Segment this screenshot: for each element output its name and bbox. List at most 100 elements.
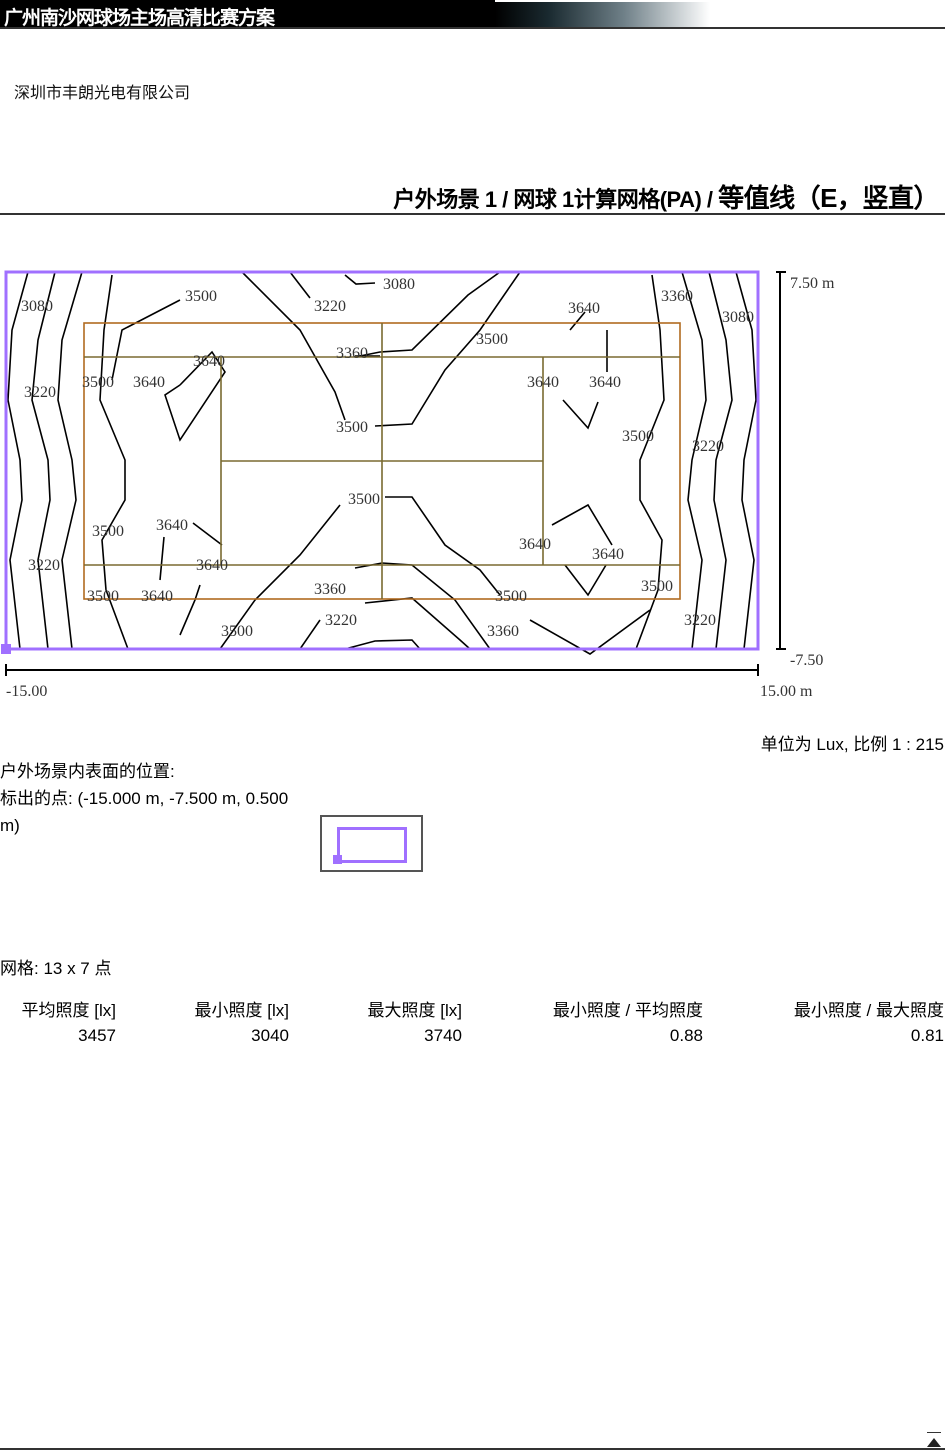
contour-label: 3640: [519, 536, 551, 553]
section-title-type: 等值线（E，竖直）: [718, 183, 939, 213]
contour-line: [192, 522, 223, 546]
contour-label: 3640: [592, 546, 624, 563]
contour-line: [735, 271, 757, 650]
contour-line: [7, 271, 29, 650]
document-title: 广州南沙网球场主场高清比赛方案: [4, 8, 275, 29]
stat-min-max: 最小照度 / 最大照度 0.81: [794, 998, 944, 1048]
contour-line: [564, 564, 607, 597]
stat-max: 最大照度 [lx] 3740: [368, 998, 462, 1048]
contour-line: [364, 597, 471, 650]
position-heading: 户外场景内表面的位置:: [0, 762, 175, 781]
contour-label: 3640: [568, 300, 600, 317]
stat-value: 3740: [424, 1026, 462, 1045]
page-header: 广州南沙网球场主场高清比赛方案: [0, 0, 945, 29]
header-bar: [0, 0, 495, 27]
contour-line: [562, 399, 599, 430]
contour-line: [241, 271, 346, 421]
marked-point-coords: 标出的点: (-15.000 m, -7.500 m, 0.500 m): [0, 789, 289, 835]
unit-scale: 单位为 Lux, 比例 1 : 215: [760, 735, 944, 754]
contour-label: 3500: [348, 491, 380, 508]
contour-line: [635, 274, 665, 650]
contour-line: [374, 271, 521, 427]
marked-point: [1, 644, 11, 654]
section-title: 户外场景 1 / 网球 1计算网格(PA) / 等值线（E，竖直）: [393, 178, 939, 215]
contour-line: [344, 274, 376, 285]
contour-label: 3080: [21, 298, 53, 315]
scale-bars: [5, 271, 786, 676]
contour-label: 3220: [692, 438, 724, 455]
contour-label: 3640: [527, 374, 559, 391]
contour-line: [179, 584, 201, 636]
contour-label: 3220: [28, 557, 60, 574]
stat-value: 3040: [251, 1026, 289, 1045]
contour-line: [57, 271, 83, 650]
contour-label: 3500: [622, 428, 654, 445]
x-min-label: -15.00: [6, 683, 47, 700]
calc-grid-boundary: [4, 270, 760, 651]
contour-label: 3500: [92, 523, 124, 540]
contour-line: [551, 503, 613, 546]
stat-avg: 平均照度 [lx]3457: [22, 998, 116, 1048]
contour-line: [99, 274, 129, 650]
contour-label: 3500: [221, 623, 253, 640]
contour-label: 3500: [476, 331, 508, 348]
stat-min: 最小照度 [lx] 3040: [195, 998, 289, 1048]
contour-line: [159, 536, 165, 581]
contour-label: 3640: [196, 557, 228, 574]
contour-label: 3640: [193, 353, 225, 370]
contour-label: 3500: [87, 588, 119, 605]
contour-label: 3500: [185, 288, 217, 305]
footer-mark: [927, 1432, 941, 1433]
contour-label: 3500: [641, 578, 673, 595]
contour-label: 3220: [684, 612, 716, 629]
stat-header: 最小照度 [lx]: [194, 1001, 289, 1020]
section-title-main: 户外场景 1 / 网球 1计算网格(PA) /: [393, 187, 719, 212]
contour-label: 3080: [383, 276, 415, 293]
contour-label: 3640: [141, 588, 173, 605]
x-max-label: 15.00 m: [760, 683, 813, 700]
contour-label: 3500: [336, 419, 368, 436]
contour-label: 3360: [487, 623, 519, 640]
contour-label: 3500: [82, 374, 114, 391]
contour-line: [299, 619, 321, 650]
stat-value: 0.81: [910, 1026, 944, 1045]
header-gradient: [495, 2, 710, 27]
contour-label: 3080: [722, 309, 754, 326]
contour-label: 3360: [661, 288, 693, 305]
contour-line: [385, 496, 501, 596]
stat-value: 0.88: [669, 1026, 703, 1045]
y-min-label: -7.50: [790, 652, 823, 669]
contour-line: [289, 271, 311, 299]
contour-label: 3640: [133, 374, 165, 391]
contour-label: 3500: [495, 588, 527, 605]
section-divider: [0, 213, 945, 215]
contour-line: [708, 271, 733, 650]
footer-divider: [0, 1448, 945, 1450]
contour-label: 3640: [156, 517, 188, 534]
contour-line: [354, 562, 491, 650]
contour-line: [569, 311, 586, 331]
contour-line: [681, 271, 707, 650]
position-info: 户外场景内表面的位置: 标出的点: (-15.000 m, -7.500 m, …: [0, 758, 300, 839]
contour-label: 3360: [314, 581, 346, 598]
contour-labels: 3080 3500 3220 3080 3640 3360 3080 3360 …: [21, 276, 754, 640]
y-max-label: 7.50 m: [790, 275, 835, 292]
stat-header: 平均照度 [lx]: [21, 1001, 116, 1020]
contour-line: [344, 639, 421, 650]
location-thumbnail: [320, 815, 423, 872]
court-lines: [84, 323, 680, 599]
contour-label: 3220: [24, 384, 56, 401]
stat-header: 最小照度 / 最大照度: [793, 1001, 944, 1020]
contour-line: [219, 504, 341, 650]
contour-label: 3220: [325, 612, 357, 629]
scroll-up-icon[interactable]: [927, 1438, 941, 1447]
isoline-diagram: 3080 3500 3220 3080 3640 3360 3080 3360 …: [1, 270, 835, 700]
grid-size: 网格: 13 x 7 点: [0, 959, 112, 978]
contour-line: [31, 271, 56, 650]
contour-label: 3640: [589, 374, 621, 391]
contour-line: [529, 609, 651, 655]
contour-line: [354, 271, 501, 358]
stat-header: 最大照度 [lx]: [367, 1001, 462, 1020]
contour-label: 3220: [314, 298, 346, 315]
